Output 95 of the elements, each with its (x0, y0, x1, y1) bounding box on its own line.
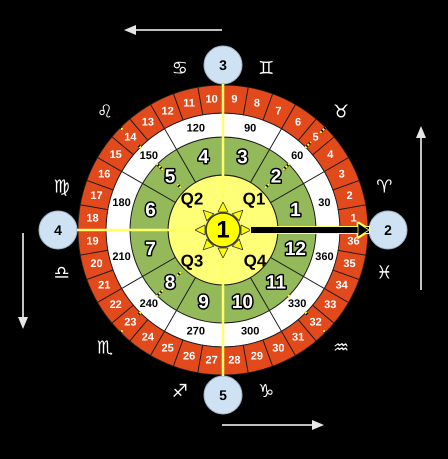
sector-number: 10 (232, 292, 253, 313)
segment-number: 16 (98, 168, 110, 181)
zodiac-sign: ♈ (376, 176, 392, 198)
segment-number: 13 (142, 116, 154, 129)
segment-number: 35 (343, 258, 356, 270)
sector-number: 3 (237, 147, 248, 168)
segment-number: 6 (295, 116, 302, 129)
segment-number: 28 (228, 354, 241, 366)
segment-number: 19 (86, 235, 99, 248)
segment-number: 33 (324, 299, 336, 312)
segment-number: 12 (161, 105, 174, 118)
connector-line (222, 84, 224, 202)
sector-number: 9 (198, 292, 209, 313)
segment-number: 4 (327, 148, 334, 161)
center-number: 1 (216, 216, 230, 244)
sector-number: 7 (145, 238, 156, 260)
segment-number: 36 (347, 235, 360, 248)
segment-number: 31 (292, 331, 304, 344)
segment-number: 2 (346, 190, 353, 202)
ring-segment (281, 104, 317, 141)
quadrant-label: Q1 (242, 190, 266, 208)
segment-number: 20 (90, 258, 103, 270)
point-number: 5 (219, 387, 227, 403)
segment-number: 14 (124, 131, 137, 144)
segment-number: 7 (275, 105, 282, 118)
point-number: 2 (384, 222, 392, 238)
numbered-circle (38, 210, 78, 250)
segment-number: 10 (205, 94, 218, 106)
segment-number: 15 (110, 148, 122, 161)
quadrant-label: Q3 (180, 252, 204, 270)
numbered-circle (368, 210, 408, 250)
ring-segment (242, 86, 274, 120)
segment-number: 8 (254, 98, 260, 110)
degree-label: 150 (140, 150, 158, 162)
segment-number: 22 (110, 299, 122, 312)
sector-number: 11 (266, 272, 286, 294)
zodiac-sign: ♓ (376, 262, 392, 284)
segment-number: 27 (205, 354, 218, 366)
degree-label: 300 (241, 325, 260, 338)
zodiac-sign: ♏ (96, 338, 113, 359)
degree-label: 90 (244, 122, 256, 135)
sector-number: 2 (270, 166, 282, 188)
degree-label: 30 (318, 196, 331, 209)
segment-number: 23 (124, 316, 137, 329)
degree-label: 270 (186, 325, 205, 338)
zodiac-sign: ♑ (258, 380, 274, 402)
numbered-circle (204, 46, 242, 84)
segment-number: 17 (90, 190, 103, 202)
sector-number: 8 (164, 272, 176, 294)
degree-label: 210 (112, 251, 131, 264)
zodiac-sign: ♐ (172, 380, 188, 402)
segment-number: 26 (182, 350, 196, 362)
segment-number: 3 (338, 168, 345, 181)
ring-segment (332, 180, 366, 210)
sector-number: 5 (164, 166, 176, 188)
zodiac-sign: ♌ (96, 101, 113, 122)
sector-number: 6 (145, 200, 156, 222)
segment-number: 29 (250, 350, 264, 362)
point-number: 4 (54, 222, 62, 238)
degree-label: 120 (186, 122, 205, 135)
segment-number: 1 (350, 212, 357, 225)
connector-line (77, 228, 195, 232)
quadrant-label: Q4 (244, 252, 266, 270)
degree-label: 180 (112, 196, 131, 209)
segment-number: 25 (161, 342, 174, 355)
zodiac-sign: ♊ (258, 58, 274, 80)
segment-number: 5 (312, 131, 319, 144)
zodiac-sign: ♎ (54, 262, 70, 284)
segment-number: 24 (142, 331, 154, 344)
point-number: 3 (219, 57, 227, 73)
degree-label: 330 (288, 298, 306, 310)
sector-number: 1 (290, 200, 301, 222)
zodiac-sign: ♒ (333, 338, 350, 359)
segment-number: 32 (309, 316, 322, 329)
zodiac-sign: ♍ (54, 176, 70, 198)
zodiac-sign: ♋ (172, 58, 188, 80)
segment-number: 11 (183, 98, 195, 110)
degree-label: 60 (291, 150, 304, 162)
segment-number: 30 (272, 342, 285, 355)
segment-number: 18 (86, 212, 99, 225)
degree-label: 360 (315, 251, 334, 264)
ring-segment (324, 157, 360, 190)
sector-number: 4 (198, 147, 209, 168)
sector-number: 12 (284, 238, 306, 260)
numbered-circle (204, 376, 242, 414)
zodiac-sign: ♉ (333, 101, 350, 122)
segment-number: 21 (98, 279, 110, 292)
segment-number: 34 (336, 279, 348, 292)
arrow (251, 222, 370, 238)
segment-number: 9 (231, 94, 238, 106)
ring-segment (197, 344, 224, 376)
connector-line (222, 258, 224, 376)
degree-label: 240 (140, 298, 158, 310)
quadrant-label: Q2 (180, 190, 204, 208)
ring-segment (262, 93, 296, 130)
